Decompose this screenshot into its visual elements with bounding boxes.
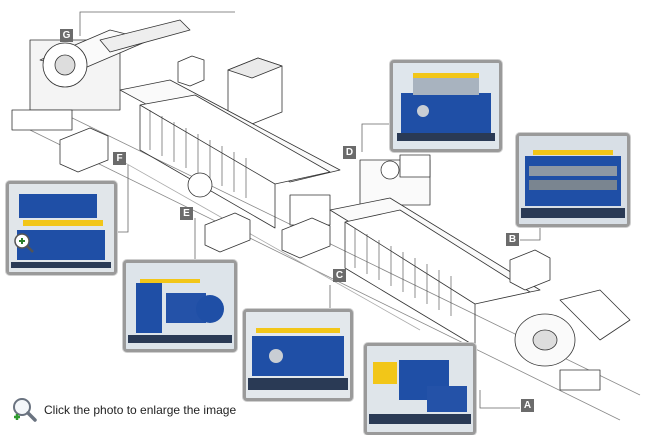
machine-photo bbox=[246, 312, 350, 398]
callout-c: C bbox=[333, 269, 346, 282]
photo-thumbnail-d[interactable] bbox=[390, 60, 502, 152]
callout-g: G bbox=[60, 29, 73, 42]
callout-e: E bbox=[180, 207, 193, 220]
photo-thumbnail-c[interactable] bbox=[243, 309, 353, 401]
callout-b: B bbox=[506, 233, 519, 246]
callout-f: F bbox=[113, 152, 126, 165]
photo-thumbnail-b[interactable] bbox=[516, 133, 630, 227]
machine-photo bbox=[367, 346, 473, 432]
zoom-badge-icon bbox=[13, 232, 35, 254]
enlarge-hint-text: Click the photo to enlarge the image bbox=[44, 403, 237, 417]
machine-photo bbox=[126, 263, 234, 349]
photo-thumbnail-a[interactable] bbox=[364, 343, 476, 435]
machine-photo bbox=[393, 63, 499, 149]
photo-thumbnail-e[interactable] bbox=[123, 260, 237, 352]
machine-photo bbox=[9, 184, 114, 272]
magnifier-plus-icon bbox=[10, 396, 38, 424]
photo-thumbnail-f[interactable] bbox=[6, 181, 117, 275]
machine-photo bbox=[519, 136, 627, 224]
enlarge-hint: Click the photo to enlarge the image bbox=[10, 396, 236, 424]
callout-d: D bbox=[343, 146, 356, 159]
callout-a: A bbox=[521, 399, 534, 412]
